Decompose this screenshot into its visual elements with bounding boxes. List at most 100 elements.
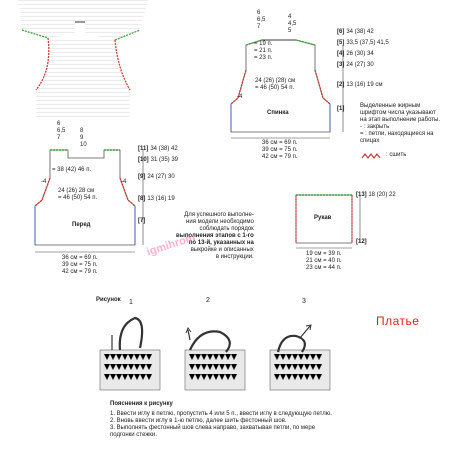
note-line: ния модели необходимо (186, 219, 254, 225)
pered-label: Перед (72, 222, 91, 228)
spinka-top-numbers: 6 6,5 7 (257, 10, 265, 31)
stage-tag: [11] (138, 145, 149, 152)
stage-tag: [6] (337, 28, 345, 35)
explanation-block: Пояснения к рисунку 1. Ввести иглу в пет… (110, 401, 332, 439)
explanation-item: 2. Вновь ввести иглу в 1-ю петлю, далее … (110, 418, 287, 424)
figure-number-3: 3 (302, 298, 306, 305)
stage-value: 13 (16) 19 (147, 195, 175, 202)
rukav-top: [13] 18 (20) 22 (356, 192, 396, 199)
pered-top-number: 6,5 (57, 128, 66, 134)
spinka-right-measures: [6]34 (38) 42 [5]33,5 (37,5) 41,5 [4]26 … (337, 28, 389, 113)
note-line: в инструкции. (215, 254, 254, 260)
pered-neck: = 38 (42) 46 п. (52, 167, 92, 173)
stage-tag: [1] (337, 105, 345, 112)
spinka-top-number: 4 (288, 14, 292, 20)
rukav-bottom-line: 19 см = 39 п. (306, 251, 342, 257)
pered-top-number: 7 (57, 135, 61, 141)
pered-width-line: = 46 (50) 54 п. (58, 195, 98, 201)
spinka-width-line: 24 (26) (28) см (255, 78, 296, 84)
rukav-label: Рукав (314, 215, 332, 221)
legend-line: - : закрыть (360, 124, 390, 130)
explanation-item: подгонки стежки. (110, 432, 157, 438)
stage-value: 31 (35) 39 (150, 156, 179, 163)
stage-value: 24 (27) 30 (147, 173, 175, 180)
spinka-top-number: 4,5 (288, 21, 297, 27)
swatch-1 (99, 316, 161, 391)
swatch-3 (269, 324, 331, 391)
pered-top-left: 6 6,5 7 (57, 121, 65, 142)
legend-line: = : петли, находящиеся на (360, 131, 434, 137)
stage-tag: [10] (138, 156, 149, 163)
spinka-shape (230, 39, 331, 133)
rukav-bottom-line: 23 см = 44 п. (306, 265, 342, 271)
note-line: соблюдать порядок (199, 226, 254, 232)
rukav-bottom-line: 21 см = 40 п. (306, 258, 342, 264)
stage-value: 33,5 (37,5) 41,5 (346, 39, 389, 46)
rukav-bottom-tag: [12] (356, 239, 367, 245)
order-note: Для успешного выполне- ния модели необхо… (176, 212, 254, 261)
pered-width-line: 24 (26) 28 см (58, 188, 95, 194)
stage-tag: [7] (138, 217, 146, 224)
spinka-bottom-line: 42 см = 79 п. (262, 154, 298, 160)
explanation-title: Пояснения к рисунку (110, 401, 173, 407)
spinka-label: Спинка (267, 110, 289, 116)
pered-width: 24 (26) 28 см = 46 (50) 54 п. (58, 188, 97, 202)
spinka-neck-stitches: = 19 п. = 21 п. = 23 п. (254, 41, 272, 62)
top-piece (18, 0, 148, 118)
spinka-neck-line: = 19 п. (254, 41, 273, 47)
spinka-bottom-line: 36 см = 69 п. (262, 140, 298, 146)
pered-top-mid: 8 9 10 (80, 128, 87, 149)
note-line: по 13-й, указанных на (188, 240, 254, 246)
legend: Выделенные жирным шрифтом числа указываю… (360, 103, 440, 145)
pered-top-number: 8 (80, 128, 84, 134)
spinka-top-number: 6,5 (257, 17, 266, 23)
legend-seam-label: : сшить (386, 152, 407, 158)
stage-value: 26 (30) 34 (346, 50, 374, 57)
explanation-item: 1. Ввести иглу в петлю, пропустить 4 или… (110, 411, 332, 417)
spinka-width-line: = 46 (50) 54 п. (255, 85, 295, 91)
spinka-bottom-line: 39 см = 75 п. (262, 147, 298, 153)
spinka-side: -4 (237, 94, 243, 100)
spinka-top-numbers-right: 4 4,5 5 (288, 14, 296, 35)
pered-top-number: 10 (80, 142, 87, 148)
measure-lines (35, 45, 361, 253)
pered-bottom-line: 39 см = 75 п. (62, 262, 98, 268)
pered-shape (34, 149, 136, 246)
pered-side-right: -4 (121, 179, 127, 185)
note-line: выкройке и описанных (190, 247, 254, 253)
rukav-bottom: 19 см = 39 п. 21 см = 40 п. 23 см = 44 п… (306, 251, 342, 272)
stage-tag: [9] (138, 173, 146, 180)
spinka-bottom: 36 см = 69 п. 39 см = 75 п. 42 см = 79 п… (262, 140, 298, 161)
stage-value: 34 (38) 42 (150, 145, 178, 152)
note-line: выполнения этапов с 1-го (176, 233, 254, 239)
stage-value: 24 (27) 30 (346, 61, 374, 68)
stage-value: 18 (20) 22 (368, 192, 396, 198)
spinka-neck-line: = 21 п. (254, 48, 273, 54)
pered-side-left: -4 (41, 179, 47, 185)
figure-number-1: 1 (129, 299, 133, 306)
pered-right-measures: [11]34 (38) 42 [10]31 (35) 39 [9]24 (27)… (138, 145, 178, 225)
legend-line: Выделенные жирным (360, 103, 421, 109)
swatch-2 (184, 326, 246, 391)
pered-bottom-line: 42 см = 79 п. (62, 269, 98, 275)
risunok-label: Рисунок (96, 297, 121, 303)
note-line: Для успешного выполне- (184, 212, 254, 218)
pered-top-number: 6 (57, 121, 61, 127)
stage-value: 34 (38) 42 (346, 28, 374, 35)
rukav-shape (295, 194, 353, 244)
stage-tag: [13] (356, 192, 367, 198)
stage-tag: [5] (337, 39, 345, 46)
spinka-top-number: 6 (257, 10, 261, 16)
page-title: Платье (376, 314, 420, 328)
spinka-top-number: 7 (257, 24, 261, 30)
stage-tag: [4] (337, 50, 345, 57)
spinka-neck-line: = 23 п. (254, 55, 273, 61)
legend-line: спицах (360, 138, 380, 144)
figure-number-2: 2 (206, 297, 210, 304)
pered-bottom: 36 см = 69 п. 39 см = 75 п. 42 см = 79 п… (62, 255, 98, 276)
stage-value: 13 (16) 19 см (346, 81, 383, 88)
legend-line: на этап выполнение работы. (360, 117, 440, 123)
spinka-width: 24 (26) (28) см = 46 (50) 54 п. (255, 78, 295, 92)
stage-tag: [3] (337, 61, 345, 68)
